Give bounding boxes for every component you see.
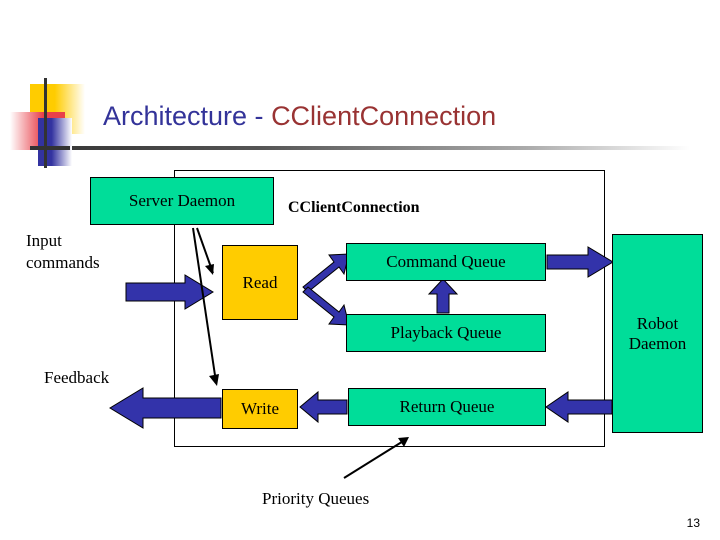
label-input-commands-line2: commands: [26, 253, 100, 273]
box-playback-queue[interactable]: Playback Queue: [346, 314, 546, 352]
page-number: 13: [686, 516, 700, 530]
box-read[interactable]: Read: [222, 245, 298, 320]
box-write-label: Write: [240, 399, 280, 419]
box-return-queue[interactable]: Return Queue: [348, 388, 546, 426]
page-title-secondary: CClientConnection: [271, 101, 497, 131]
box-playback-queue-label: Playback Queue: [390, 323, 502, 343]
label-feedback: Feedback: [44, 368, 110, 387]
box-write[interactable]: Write: [222, 389, 298, 429]
decoration-blue-square: [38, 118, 72, 166]
box-robot-daemon[interactable]: Robot Daemon: [612, 234, 703, 433]
box-command-queue[interactable]: Command Queue: [346, 243, 546, 281]
decoration-vertical-line: [44, 78, 47, 168]
box-robot-daemon-label-line1: Robot: [636, 314, 679, 334]
box-server-daemon-label: Server Daemon: [128, 191, 236, 211]
title-underline-rule: [30, 146, 690, 150]
page-title-primary: Architecture -: [103, 101, 272, 131]
page-title: Architecture - CClientConnection: [103, 101, 496, 132]
label-input-commands: Input commands: [26, 230, 100, 274]
label-input-commands-line1: Input: [26, 231, 62, 250]
box-server-daemon[interactable]: Server Daemon: [90, 177, 274, 225]
label-cclientconnection: CClientConnection: [288, 199, 420, 216]
label-priority-queues: Priority Queues: [262, 489, 370, 508]
decoration-horizontal-line: [30, 146, 70, 150]
box-return-queue-label: Return Queue: [399, 397, 495, 417]
box-read-label: Read: [242, 272, 278, 292]
box-robot-daemon-label-line2: Daemon: [628, 333, 687, 353]
box-command-queue-label: Command Queue: [386, 252, 506, 272]
